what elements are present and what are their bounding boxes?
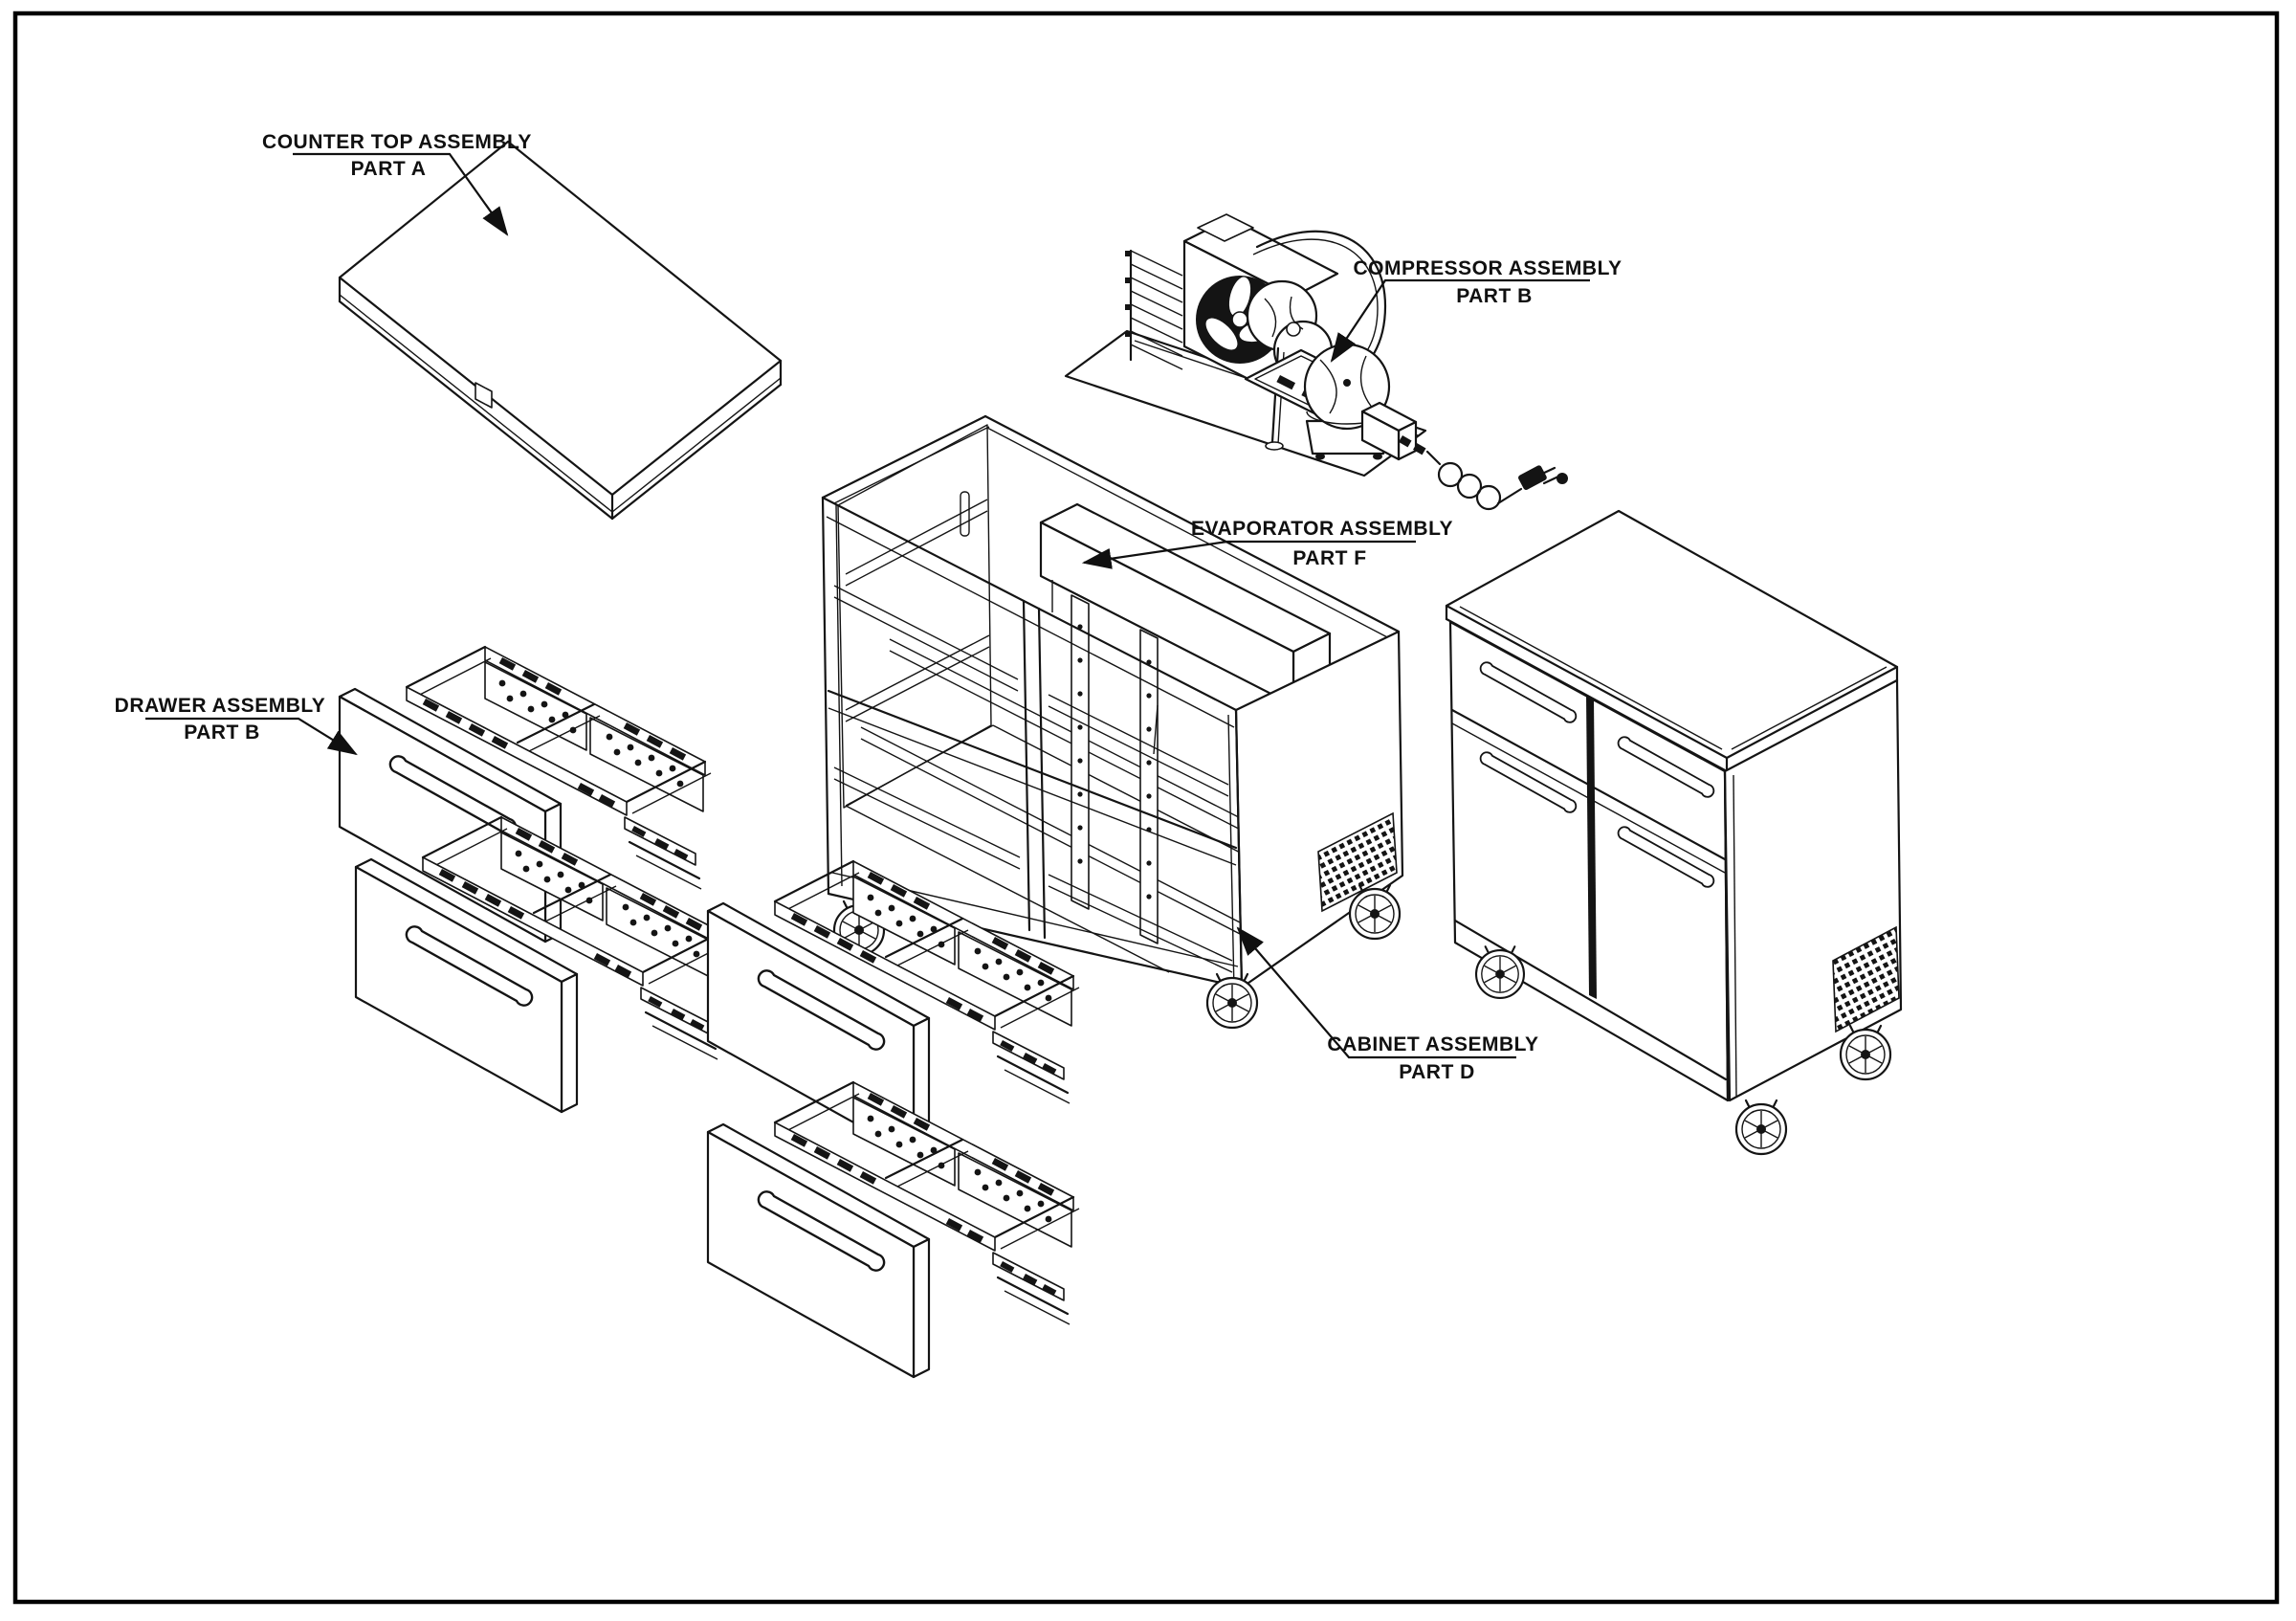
callout-evaporator: EVAPORATOR ASSEMBLY PART F	[1081, 518, 1453, 569]
drawer-assembly	[708, 1082, 1079, 1377]
power-plug	[1518, 465, 1568, 490]
leader-line	[293, 152, 509, 236]
leader-line	[1330, 278, 1590, 363]
junction-box	[1360, 401, 1418, 461]
callout-title: COMPRESSOR ASSEMBLY	[1354, 257, 1623, 279]
leader-line	[1236, 926, 1516, 1059]
leader-line	[1081, 540, 1416, 569]
counter-top-assembly	[338, 140, 783, 521]
callout-title: DRAWER ASSEMBLY	[115, 695, 326, 717]
condenser-coil	[1125, 249, 1183, 370]
counter-top-seam-clip	[475, 382, 493, 409]
callout-title: CABINET ASSEMBLY	[1327, 1033, 1538, 1055]
callout-drawer: DRAWER ASSEMBLY PART B	[115, 695, 358, 756]
drawer-column-seam	[1586, 695, 1597, 999]
callout-part: PART D	[1399, 1061, 1475, 1083]
leader-line	[145, 717, 358, 756]
callout-cabinet: CABINET ASSEMBLY PART D	[1236, 926, 1538, 1083]
power-cord	[1399, 435, 1523, 511]
sheet-border	[12, 11, 2280, 1605]
mounting-strap	[1071, 594, 1159, 944]
callout-part: PART B	[1456, 285, 1533, 307]
callout-part: PART F	[1292, 547, 1366, 569]
callout-part: PART A	[351, 158, 427, 180]
callout-counter-top: COUNTER TOP ASSEMBLY PART A	[262, 131, 532, 236]
vent-grille	[1317, 811, 1398, 913]
callout-title: EVAPORATOR ASSEMBLY	[1191, 518, 1453, 540]
callout-compressor: COMPRESSOR ASSEMBLY PART B	[1330, 257, 1623, 363]
callout-part: PART B	[184, 722, 260, 744]
compressor-assembly	[1064, 213, 1568, 511]
caster-wheel	[1734, 1099, 1788, 1156]
vent-grille	[1832, 925, 1900, 1033]
callout-title: COUNTER TOP ASSEMBLY	[262, 131, 532, 153]
assembled-unit	[1445, 509, 1903, 1156]
